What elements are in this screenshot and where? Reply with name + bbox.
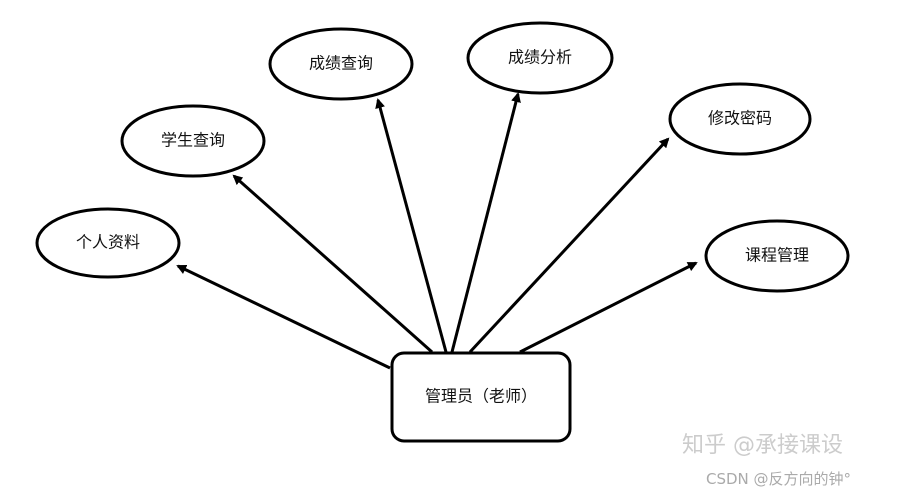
edge-personal-info xyxy=(176,264,391,370)
node-label: 成绩查询 xyxy=(309,54,373,73)
node-label: 课程管理 xyxy=(745,246,809,265)
node-grade-analysis: 成绩分析 xyxy=(466,21,614,95)
watermark-zhihu: 知乎 @承接课设 xyxy=(682,433,843,458)
node-label: 个人资料 xyxy=(76,233,140,252)
edge-course-management xyxy=(519,261,698,354)
node-label: 修改密码 xyxy=(708,109,772,128)
node-grade-query: 成绩查询 xyxy=(268,27,414,101)
node-student-query: 学生查询 xyxy=(120,104,266,178)
node-label: 成绩分析 xyxy=(508,48,572,67)
node-change-password: 修改密码 xyxy=(668,82,812,156)
edges xyxy=(176,92,698,370)
actor-admin: 管理员（老师） xyxy=(390,351,572,443)
actor-label: 管理员（老师） xyxy=(425,387,537,406)
node-personal-info: 个人资料 xyxy=(35,207,181,279)
edge-student-query xyxy=(232,174,433,354)
edge-grade-analysis xyxy=(450,92,521,353)
node-label: 学生查询 xyxy=(161,131,225,150)
watermark-csdn: CSDN @反方向的钟° xyxy=(706,470,851,488)
edge-grade-query xyxy=(375,98,448,353)
node-course-management: 课程管理 xyxy=(704,219,850,293)
edge-change-password xyxy=(468,137,670,354)
